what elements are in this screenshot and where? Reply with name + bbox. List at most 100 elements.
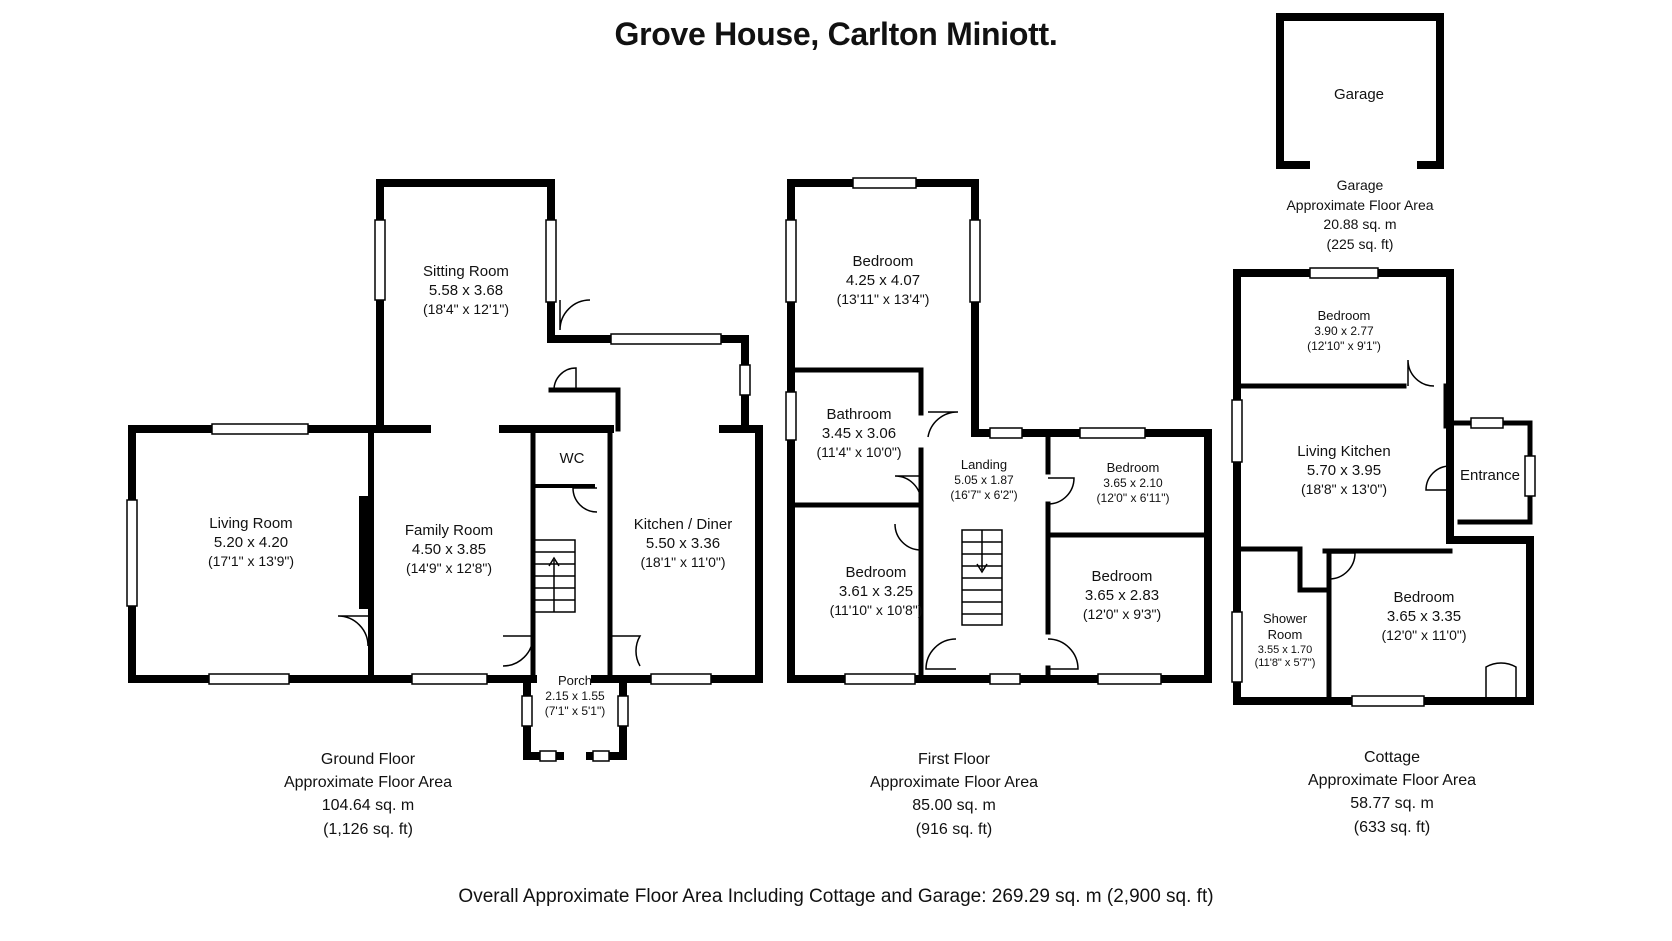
room-bedroom-4: Bedroom 3.65 x 2.83 (12'0" x 9'3") <box>1083 568 1161 623</box>
room-name: Family Room <box>404 522 494 539</box>
room-imperial: (11'8" x 5'7") <box>1254 657 1316 670</box>
room-dimensions: 3.55 x 1.70 <box>1257 643 1313 656</box>
area-name: First Floor <box>917 751 990 768</box>
room-imperial: (11'4" x 10'0") <box>816 443 902 460</box>
room-imperial: (14'9" x 12'8") <box>405 559 493 576</box>
plan-title: Grove House, Carlton Miniott. <box>614 16 1058 52</box>
room-name: Garage <box>1333 86 1385 103</box>
first-floor-area: First Floor Approximate Floor Area 85.00… <box>870 748 1038 841</box>
room-imperial: (18'4" x 12'1") <box>422 300 510 317</box>
room-name: Bedroom <box>1317 308 1371 323</box>
area-sqft: (225 sq. ft) <box>1326 235 1394 252</box>
room-name: Sitting Room <box>423 263 509 280</box>
area-label: Approximate Floor Area <box>1286 196 1434 213</box>
area-sqft: (633 sq. ft) <box>1353 818 1431 836</box>
room-porch: Porch 2.15 x 1.55 (7'1" x 5'1") <box>545 673 605 719</box>
room-imperial: (12'0" x 11'0") <box>1381 626 1467 643</box>
ground-windows <box>126 219 751 762</box>
room-landing: Landing 5.05 x 1.87 (16'7" x 6'2") <box>950 457 1017 503</box>
room-imperial: (17'1" x 13'9") <box>207 552 295 569</box>
room-dimensions: 5.50 x 3.36 <box>645 534 721 552</box>
first-windows <box>785 177 1162 685</box>
area-sqft: (1,126 sq. ft) <box>323 820 413 838</box>
room-dimensions: 3.65 x 2.10 <box>1103 476 1163 491</box>
room-name: Porch <box>558 673 592 688</box>
room-imperial: (12'10" x 9'1") <box>1307 339 1381 354</box>
room-imperial: (11'10" x 10'8") <box>829 601 923 618</box>
room-name-line1: Shower <box>1262 611 1308 626</box>
room-name: Kitchen / Diner <box>633 516 733 533</box>
room-living-room: Living Room 5.20 x 4.20 (17'1" x 13'9") <box>208 515 294 570</box>
room-garage: Garage <box>1334 86 1384 105</box>
area-sqm: 20.88 sq. m <box>1323 216 1397 233</box>
area-label: Approximate Floor Area <box>869 774 1039 792</box>
ground-stairs <box>532 539 576 613</box>
room-sitting-room: Sitting Room 5.58 x 3.68 (18'4" x 12'1") <box>423 263 509 318</box>
room-living-kitchen: Living Kitchen 5.70 x 3.95 (18'8" x 13'0… <box>1297 443 1390 498</box>
cottage-area: Cottage Approximate Floor Area 58.77 sq.… <box>1308 746 1476 839</box>
room-name: Bedroom <box>852 253 914 270</box>
room-cottage-bedroom-1: Bedroom 3.90 x 2.77 (12'10" x 9'1") <box>1307 308 1381 354</box>
room-name: Bedroom <box>1091 568 1153 585</box>
room-imperial: (7'1" x 5'1") <box>544 704 606 719</box>
room-kitchen-diner: Kitchen / Diner 5.50 x 3.36 (18'1" x 11'… <box>634 516 732 571</box>
room-dimensions: 5.05 x 1.87 <box>954 473 1014 488</box>
area-sqm: 58.77 sq. m <box>1350 795 1434 813</box>
room-imperial: (18'8" x 13'0") <box>1300 480 1388 497</box>
area-sqm: 104.64 sq. m <box>321 797 415 815</box>
room-dimensions: 4.25 x 4.07 <box>845 271 921 289</box>
room-name: Bedroom <box>1106 460 1160 475</box>
room-imperial: (12'0" x 6'11") <box>1096 491 1170 506</box>
ground-floor-area: Ground Floor Approximate Floor Area 104.… <box>284 748 452 841</box>
area-sqft: (916 sq. ft) <box>915 820 993 838</box>
room-dimensions: 3.61 x 3.25 <box>838 582 914 600</box>
room-dimensions: 3.45 x 3.06 <box>821 424 897 442</box>
cottage-windows <box>1231 160 1536 707</box>
room-imperial: (12'0" x 9'3") <box>1082 605 1162 622</box>
room-name: WC <box>559 450 585 467</box>
garage-area: Garage Approximate Floor Area 20.88 sq. … <box>1286 176 1433 254</box>
room-name: Entrance <box>1459 467 1521 484</box>
room-dimensions: 3.65 x 3.35 <box>1386 607 1462 625</box>
garage-plan <box>1276 13 1444 169</box>
room-family-room: Family Room 4.50 x 3.85 (14'9" x 12'8") <box>405 522 493 577</box>
cottage-doors <box>1328 359 1517 701</box>
area-name: Cottage <box>1363 749 1421 766</box>
room-imperial: (18'1" x 11'0") <box>640 553 726 570</box>
room-dimensions: 2.15 x 1.55 <box>545 689 605 704</box>
room-bathroom: Bathroom 3.45 x 3.06 (11'4" x 10'0") <box>816 406 901 461</box>
room-imperial: (13'11" x 13'4") <box>836 290 930 307</box>
room-name-line2: Room <box>1267 627 1303 643</box>
room-bedroom-3: Bedroom 3.61 x 3.25 (11'10" x 10'8") <box>830 564 923 619</box>
ground-doors <box>337 299 642 667</box>
cottage-plan <box>1233 269 1534 705</box>
room-dimensions: 5.70 x 3.95 <box>1306 461 1382 479</box>
room-entrance: Entrance <box>1460 467 1520 486</box>
room-bedroom-1: Bedroom 4.25 x 4.07 (13'11" x 13'4") <box>837 253 930 308</box>
overall-area-footer: Overall Approximate Floor Area Including… <box>458 886 1214 907</box>
room-bedroom-2: Bedroom 3.65 x 2.10 (12'0" x 6'11") <box>1097 460 1170 506</box>
room-name: Living Kitchen <box>1297 443 1391 460</box>
room-name: Living Room <box>209 515 293 532</box>
room-name: Bedroom <box>845 564 907 581</box>
room-name: Bedroom <box>1393 589 1455 606</box>
room-dimensions: 3.90 x 2.77 <box>1314 324 1374 339</box>
room-dimensions: 3.65 x 2.83 <box>1084 586 1160 604</box>
room-wc: WC <box>560 450 585 469</box>
area-label: Approximate Floor Area <box>283 774 453 792</box>
area-sqm: 85.00 sq. m <box>912 797 996 815</box>
room-dimensions: 5.20 x 4.20 <box>213 533 289 551</box>
first-doors <box>894 411 1079 670</box>
room-cottage-bedroom-2: Bedroom 3.65 x 3.35 (12'0" x 11'0") <box>1381 589 1466 644</box>
area-label: Approximate Floor Area <box>1307 772 1477 790</box>
room-name: Landing <box>960 457 1008 472</box>
room-name: Bathroom <box>826 406 892 423</box>
room-dimensions: 5.58 x 3.68 <box>428 281 504 299</box>
room-shower-room: Shower Room 3.55 x 1.70 (11'8" x 5'7") <box>1255 611 1316 671</box>
area-name: Ground Floor <box>320 751 416 768</box>
area-name: Garage <box>1336 177 1384 193</box>
room-dimensions: 4.50 x 3.85 <box>411 540 487 558</box>
first-stairs <box>961 529 1003 626</box>
room-imperial: (16'7" x 6'2") <box>950 488 1018 503</box>
